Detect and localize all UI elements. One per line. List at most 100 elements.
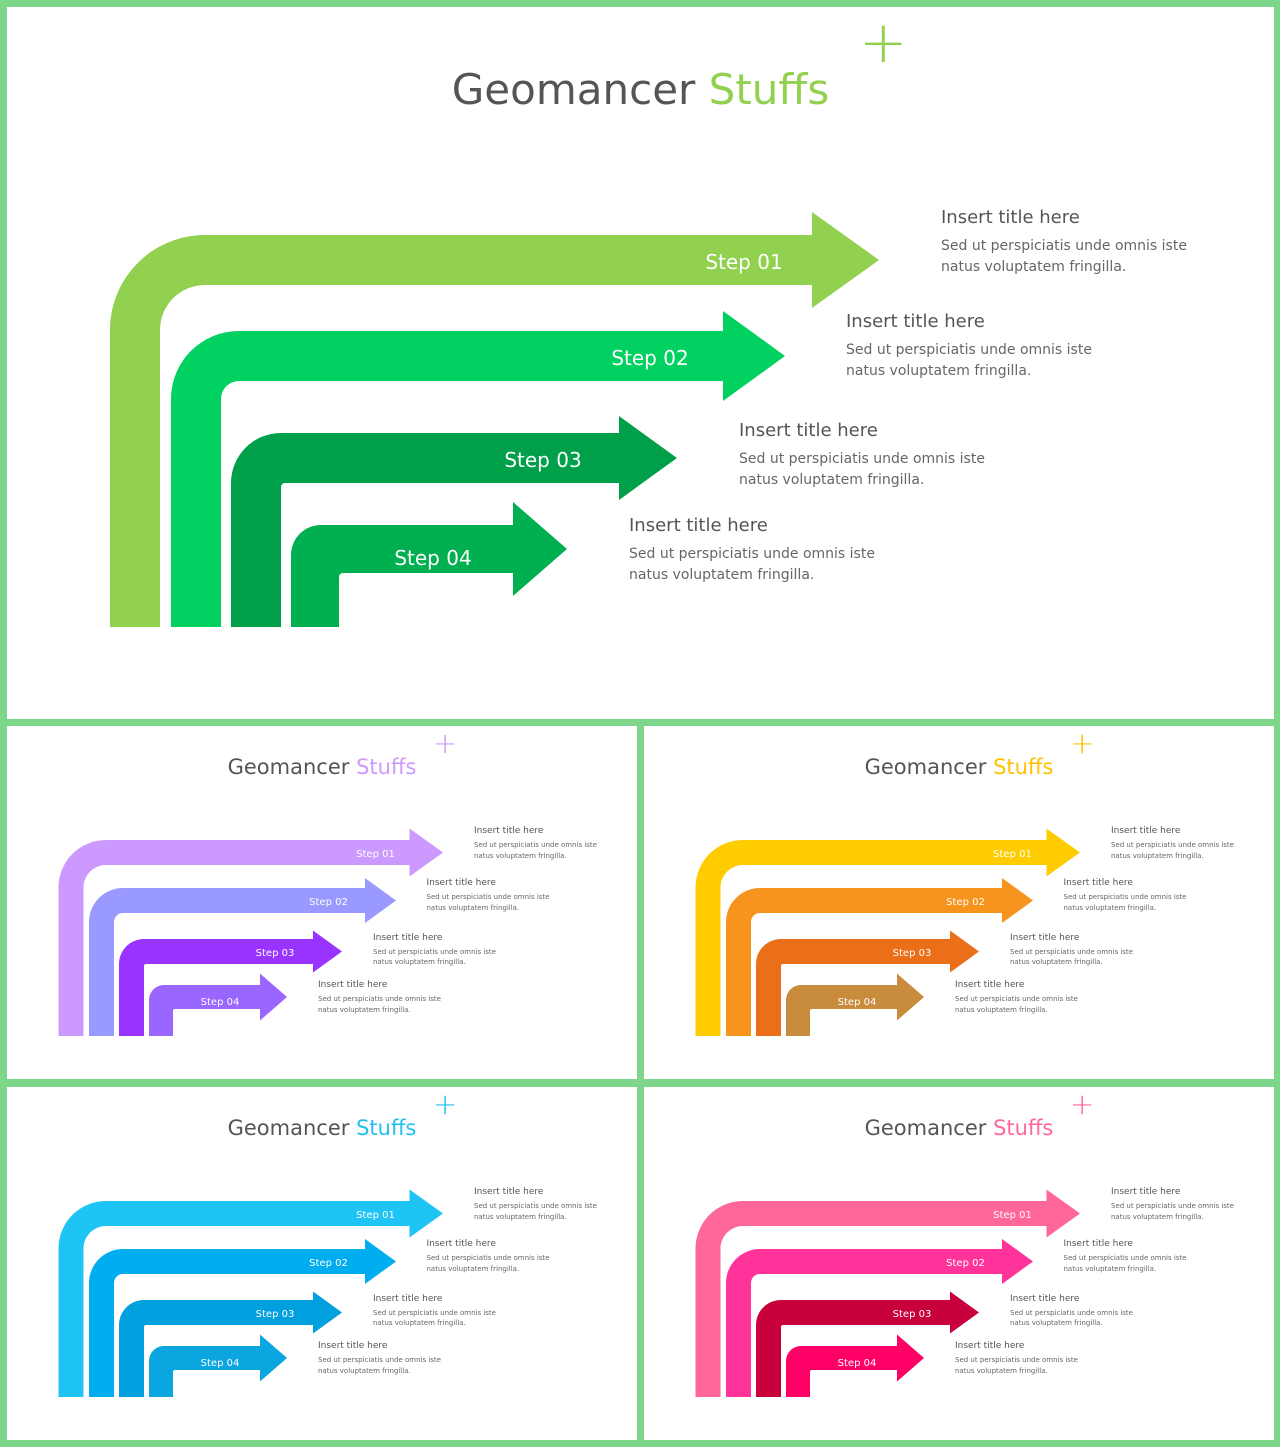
step-text-line1: Sed ut perspiciatis unde omnis iste (846, 342, 1092, 358)
step-arrow-3 (119, 930, 342, 1036)
step-text-line1: Sed ut perspiciatis unde omnis iste (1010, 1308, 1133, 1317)
step-text-line1: Sed ut perspiciatis unde omnis iste (1111, 1202, 1234, 1210)
step-arrow-1 (58, 1189, 443, 1397)
step-text-line1: Sed ut perspiciatis unde omnis iste (318, 995, 441, 1003)
step-title: Insert title here (474, 1187, 544, 1197)
step-label-2: Step 02 (946, 1258, 985, 1269)
step-text-line1: Sed ut perspiciatis unde omnis iste (373, 1308, 496, 1317)
step-label-3: Step 03 (893, 1309, 932, 1320)
step-text-line1: Sed ut perspiciatis unde omnis iste (955, 1356, 1078, 1364)
title-main-text: Geomancer (227, 1116, 350, 1140)
step-title: Insert title here (846, 311, 985, 332)
step-arrow-2 (171, 311, 785, 627)
step-text-line2: natus voluptatem fringilla. (941, 259, 1127, 275)
step-text-line1: Sed ut perspiciatis unde omnis iste (474, 841, 597, 849)
step-text-line1: Sed ut perspiciatis unde omnis iste (1063, 893, 1187, 901)
step-text-line2: natus voluptatem fringilla. (318, 1366, 411, 1375)
title-main-text: Geomancer (227, 755, 350, 779)
step-text-line1: Sed ut perspiciatis unde omnis iste (474, 1202, 597, 1210)
step-text-line1: Sed ut perspiciatis unde omnis iste (955, 995, 1078, 1003)
title-main-text: Geomancer (864, 755, 987, 779)
step-title: Insert title here (1111, 1187, 1181, 1197)
plus-icon: + (433, 1087, 458, 1121)
step-label-1: Step 01 (356, 849, 395, 860)
step-text-line2: natus voluptatem fringilla. (1010, 958, 1103, 966)
plus-icon: + (433, 726, 458, 760)
step-arrow-2 (726, 878, 1033, 1036)
step-text-line2: natus voluptatem fringilla. (426, 903, 520, 912)
step-label-2: Step 02 (309, 897, 348, 908)
step-label-3: Step 03 (893, 948, 932, 959)
step-title: Insert title here (318, 1341, 388, 1351)
step-title: Insert title here (739, 420, 878, 441)
step-arrow-2 (89, 878, 396, 1036)
step-arrow-1 (695, 1189, 1080, 1397)
step-text-line2: natus voluptatem fringilla. (1063, 903, 1157, 912)
step-text-line1: Sed ut perspiciatis unde omnis iste (739, 451, 985, 467)
slide-title: Geomancer Stuffs (7, 755, 637, 779)
plus-icon: + (859, 8, 908, 76)
title-accent-text: Stuffs (708, 65, 830, 114)
step-label-4: Step 04 (201, 997, 240, 1008)
step-arrow-4 (786, 973, 924, 1036)
step-text-line2: natus voluptatem fringilla. (1063, 1264, 1157, 1273)
step-text-line2: natus voluptatem fringilla. (474, 851, 567, 860)
step-arrow-1 (695, 828, 1080, 1036)
step-text-line2: natus voluptatem fringilla. (955, 1366, 1048, 1375)
plus-icon: + (1070, 726, 1095, 760)
step-text-line2: natus voluptatem fringilla. (955, 1005, 1048, 1014)
step-title: Insert title here (1111, 826, 1181, 836)
step-text-line2: natus voluptatem fringilla. (1111, 851, 1204, 860)
step-label-3: Step 03 (504, 448, 581, 472)
step-label-2: Step 02 (946, 897, 985, 908)
step-arrow-3 (756, 1291, 979, 1397)
slide-title: Geomancer Stuffs (7, 1116, 637, 1140)
step-title: Insert title here (955, 980, 1025, 990)
step-text-line2: natus voluptatem fringilla. (373, 958, 466, 966)
step-text-line1: Sed ut perspiciatis unde omnis iste (373, 947, 496, 956)
step-arrow-2 (89, 1239, 396, 1397)
step-title: Insert title here (941, 207, 1080, 228)
step-text-line2: natus voluptatem fringilla. (629, 567, 815, 583)
title-accent-text: Stuffs (356, 755, 417, 779)
step-arrow-4 (291, 502, 567, 627)
step-title: Insert title here (373, 1293, 443, 1304)
step-label-1: Step 01 (993, 1210, 1032, 1221)
step-label-4: Step 04 (838, 997, 877, 1008)
step-text-line1: Sed ut perspiciatis unde omnis iste (629, 546, 875, 562)
step-text-line2: natus voluptatem fringilla. (318, 1005, 411, 1014)
step-arrow-3 (119, 1291, 342, 1397)
step-title: Insert title here (955, 1341, 1025, 1351)
slide-title: Geomancer Stuffs (7, 65, 1274, 114)
title-accent-text: Stuffs (993, 1116, 1054, 1140)
step-arrow-4 (149, 1334, 287, 1397)
step-text-line1: Sed ut perspiciatis unde omnis iste (1111, 841, 1234, 849)
title-accent-text: Stuffs (993, 755, 1054, 779)
step-text-line2: natus voluptatem fringilla. (739, 472, 925, 488)
step-title: Insert title here (1010, 932, 1080, 943)
step-label-1: Step 01 (705, 250, 782, 274)
step-text-line2: natus voluptatem fringilla. (474, 1212, 567, 1221)
step-title: Insert title here (1010, 1293, 1080, 1304)
title-accent-text: Stuffs (356, 1116, 417, 1140)
step-title: Insert title here (474, 826, 544, 836)
step-arrow-1 (110, 212, 879, 627)
